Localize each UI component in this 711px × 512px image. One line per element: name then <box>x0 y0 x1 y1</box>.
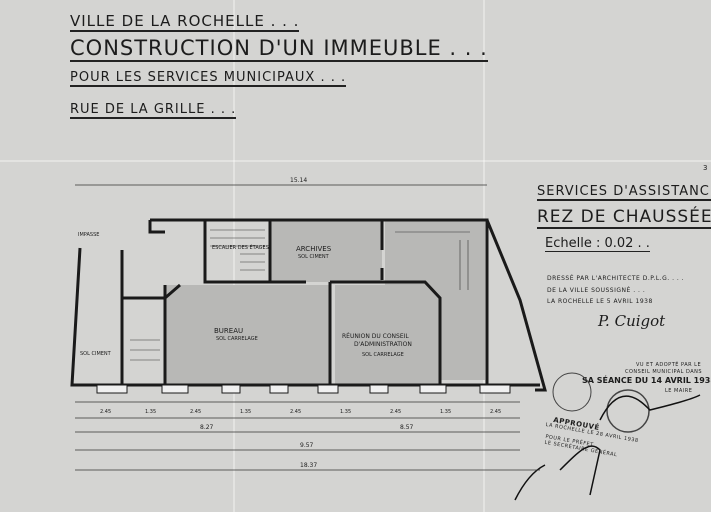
room-left-floor: Sol ciment <box>80 351 112 357</box>
dimension-mid-b: 8.57 <box>400 424 414 431</box>
council-approval: Conseil Municipal dans <box>625 369 703 375</box>
header-purpose: pour les Services Municipaux . . . <box>70 70 347 87</box>
stamp-seal <box>606 389 650 433</box>
cartouche-service: Services d'Assistance. <box>537 184 711 201</box>
room-stairs: Escalier des étages <box>212 243 269 251</box>
dimension-top: 15.14 <box>290 177 307 184</box>
fold-line <box>233 0 235 512</box>
header-city: Ville de la Rochelle . . . <box>70 12 300 32</box>
room-bureau-floor: Sol carrelage <box>216 336 258 342</box>
dimension-lower: 9.57 <box>300 442 314 449</box>
room-archives: Archives <box>296 245 332 253</box>
stair-treads <box>130 229 470 361</box>
dimension: 2.45 <box>390 409 401 415</box>
cartouche-scale: Echelle : 0.02 . . <box>545 236 650 252</box>
council-approval-date: sa séance du 14 Avril 1938 <box>582 376 711 385</box>
header-project: Construction d'un Immeuble . . . <box>70 36 488 62</box>
council-approval: Vu et adopté par le <box>636 362 702 368</box>
council-mayor: Le Maire <box>665 388 693 394</box>
dimension: 1.35 <box>145 409 156 415</box>
dimension: 2.45 <box>100 409 111 415</box>
room-labels: Impasse Escalier des étages Archives Sol… <box>78 232 412 358</box>
dimension: 2.45 <box>490 409 501 415</box>
stamps <box>514 372 701 501</box>
room-reunion-floor: Sol carrelage <box>362 352 404 358</box>
window-piers <box>96 384 511 394</box>
room-reunion: Réunion du Conseil <box>342 332 409 340</box>
dimension: 1.35 <box>340 409 351 415</box>
dimension: 1.35 <box>240 409 251 415</box>
dimension-row: 2.45 1.35 2.45 1.35 2.45 1.35 2.45 1.35 … <box>100 409 501 415</box>
signature <box>559 394 701 496</box>
architect-line: Dressé par l'Architecte D.P.L.G. . . . <box>547 275 685 282</box>
architect-line: de la Ville soussigné . . . <box>547 287 646 294</box>
dimension: 1.35 <box>440 409 451 415</box>
stamp-seal <box>552 372 592 412</box>
room-impasse: Impasse <box>78 232 99 238</box>
signature <box>514 464 546 501</box>
floor-fill <box>165 220 485 385</box>
architect-date: La Rochelle le 5 Avril 1938 <box>547 298 653 305</box>
dimension-lines <box>75 184 540 471</box>
room-reunion: d'Administration <box>354 341 412 348</box>
room-archives-floor: Sol ciment <box>298 254 330 260</box>
architect-signature: P. Cuigot <box>598 312 666 330</box>
fold-line <box>0 160 711 162</box>
dimension: 2.45 <box>190 409 201 415</box>
cartouche-level: Rez de Chaussée . . <box>537 207 711 229</box>
dimension: 2.45 <box>290 409 301 415</box>
dimension-mid-a: 8.27 <box>200 424 214 431</box>
sheet-mark: 3 <box>703 164 707 172</box>
header-street: Rue de la Grille . . . <box>70 102 237 119</box>
room-bureau: Bureau <box>214 327 243 335</box>
dimension-bottom: 18.37 <box>300 462 317 469</box>
